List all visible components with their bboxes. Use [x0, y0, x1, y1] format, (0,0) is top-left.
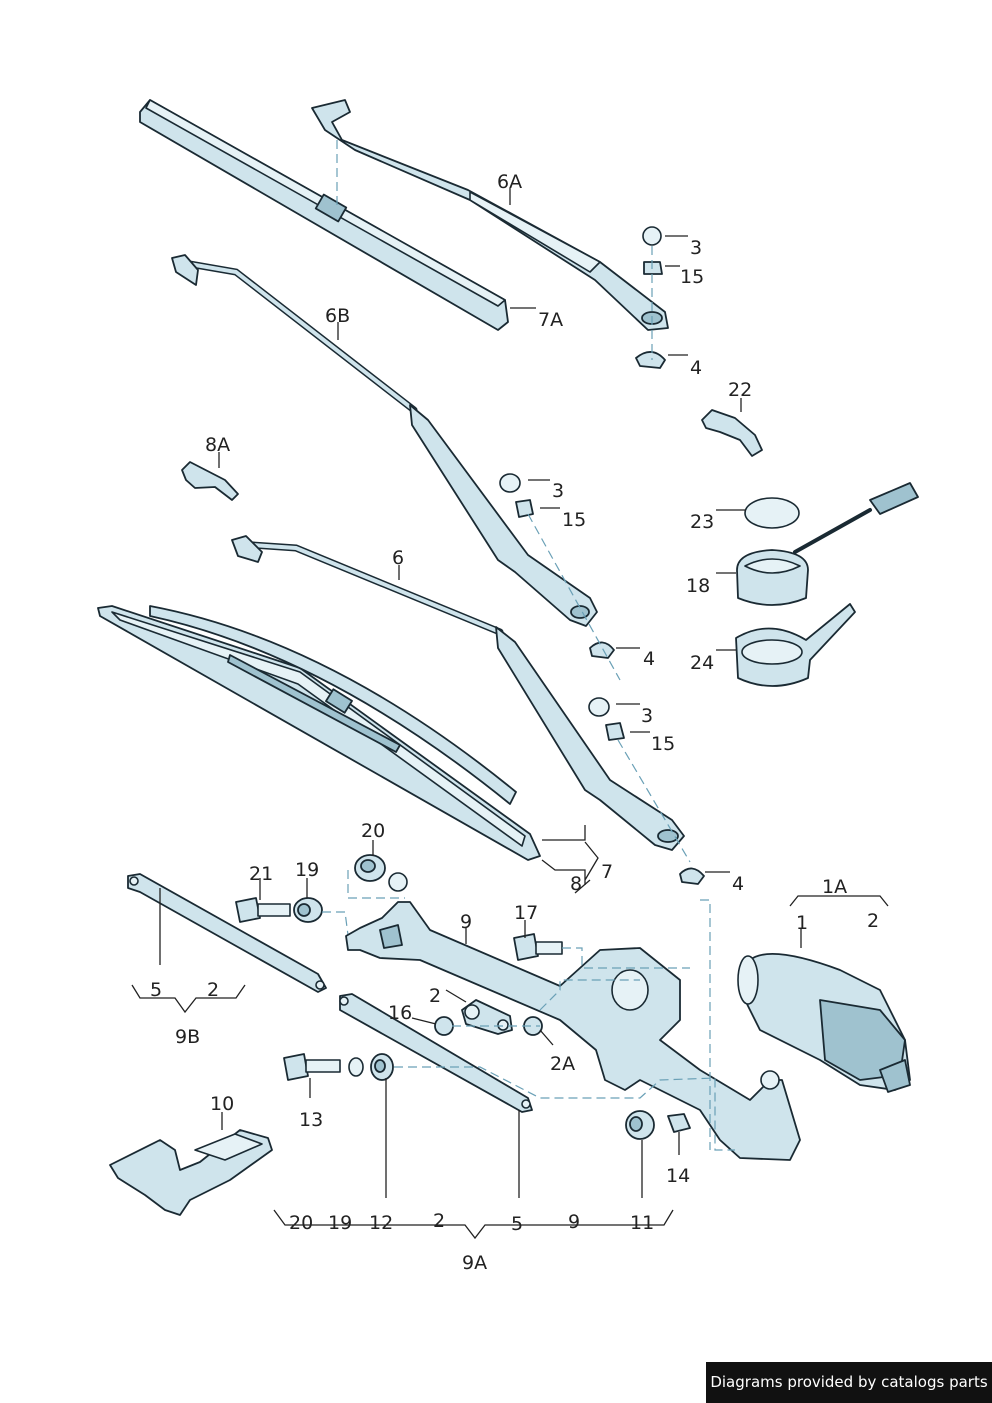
label-3c[interactable]: 3: [641, 705, 653, 727]
label-7a[interactable]: 7A: [538, 309, 563, 331]
nut-14[interactable]: [667, 1113, 691, 1133]
group-label-9[interactable]: 9: [568, 1211, 580, 1233]
assembly-line: [452, 979, 640, 1027]
linkage-rod-9b[interactable]: [127, 873, 327, 993]
label-2a-link[interactable]: 2A: [550, 1053, 575, 1075]
label-1[interactable]: 1: [796, 912, 808, 934]
cap-24[interactable]: [735, 603, 856, 687]
label-2c[interactable]: 2: [429, 985, 441, 1007]
group-label-20[interactable]: 20: [289, 1212, 313, 1234]
label-1a[interactable]: 1A: [822, 876, 847, 898]
label-13[interactable]: 13: [299, 1109, 323, 1131]
label-15b[interactable]: 15: [562, 509, 586, 531]
label-6[interactable]: 6: [392, 547, 404, 569]
washer-13[interactable]: [348, 1057, 364, 1077]
label-3a[interactable]: 3: [690, 237, 702, 259]
nut-15-mid[interactable]: [515, 499, 534, 518]
label-4a[interactable]: 4: [690, 357, 702, 379]
cap-3-low[interactable]: [588, 697, 610, 717]
group-label-5[interactable]: 5: [511, 1213, 523, 1235]
group-label-19[interactable]: 19: [328, 1212, 352, 1234]
wiper-blade-7[interactable]: [97, 605, 541, 861]
nut-16[interactable]: [434, 1016, 454, 1036]
label-21[interactable]: 21: [249, 863, 273, 885]
label-15c[interactable]: 15: [651, 733, 675, 755]
cap-3-mid[interactable]: [499, 473, 521, 493]
assembly-line: [394, 1066, 735, 1151]
label-20a[interactable]: 20: [361, 820, 385, 842]
label-23[interactable]: 23: [690, 511, 714, 533]
label-10[interactable]: 10: [210, 1093, 234, 1115]
label-9b[interactable]: 9B: [175, 1026, 200, 1048]
link-2a[interactable]: [461, 999, 513, 1035]
retaining-ring-23[interactable]: [744, 497, 800, 529]
label-5a[interactable]: 5: [150, 979, 162, 1001]
wiper-blade-7a[interactable]: [139, 99, 509, 331]
clip-8a[interactable]: [181, 461, 239, 501]
label-6a[interactable]: 6A: [497, 171, 522, 193]
label-14[interactable]: 14: [666, 1165, 690, 1187]
label-17[interactable]: 17: [514, 902, 538, 924]
bushing-12[interactable]: [370, 1053, 394, 1081]
nut-15-low[interactable]: [605, 722, 625, 741]
label-7[interactable]: 7: [601, 861, 613, 883]
bracket-10[interactable]: [109, 1129, 273, 1216]
linkage-rod-5[interactable]: [339, 993, 533, 1113]
wiper-arm-6[interactable]: [231, 535, 685, 851]
label-22[interactable]: 22: [728, 379, 752, 401]
label-4b[interactable]: 4: [643, 648, 655, 670]
bracket-22[interactable]: [701, 409, 763, 457]
leader-lines: [131, 188, 889, 1240]
label-16[interactable]: 16: [388, 1002, 412, 1024]
wiper-linkage-frame-9[interactable]: [345, 872, 801, 1161]
bolt-21[interactable]: [235, 897, 291, 923]
bolt-13[interactable]: [283, 1053, 341, 1081]
group-label-2[interactable]: 2: [433, 1210, 445, 1232]
label-2a[interactable]: 2: [867, 910, 879, 932]
callout-labels: 6A 3 15 7A 4 6B 22 8A 3 15 23 18 6 4 24 …: [150, 171, 879, 1274]
assembly-line: [322, 870, 405, 936]
assembly-line: [700, 899, 711, 1150]
group-label-11[interactable]: 11: [630, 1212, 654, 1234]
washer-4-low[interactable]: [679, 867, 705, 885]
cover-cap-18[interactable]: [736, 482, 919, 606]
washer-4-top[interactable]: [635, 351, 666, 369]
washer-4-mid[interactable]: [589, 641, 615, 659]
label-8[interactable]: 8: [570, 873, 582, 895]
wiper-arm-6a[interactable]: [311, 99, 669, 331]
credit-banner: Diagrams provided by catalogs parts: [706, 1362, 992, 1403]
bushing-19[interactable]: [293, 897, 323, 923]
label-19a[interactable]: 19: [295, 859, 319, 881]
label-4c[interactable]: 4: [732, 873, 744, 895]
assembly-line: [617, 739, 691, 863]
label-9a[interactable]: 9A: [462, 1252, 487, 1274]
label-18[interactable]: 18: [686, 575, 710, 597]
label-6b[interactable]: 6B: [325, 305, 350, 327]
label-2b[interactable]: 2: [207, 979, 219, 1001]
assembly-line: [527, 513, 621, 681]
label-9[interactable]: 9: [460, 911, 472, 933]
label-8a[interactable]: 8A: [205, 434, 230, 456]
group-label-12[interactable]: 12: [369, 1212, 393, 1234]
nut-15-top[interactable]: [643, 261, 663, 275]
wiper-arm-6b[interactable]: [171, 254, 598, 627]
label-24[interactable]: 24: [690, 652, 714, 674]
label-3b[interactable]: 3: [552, 480, 564, 502]
grommet-20-top[interactable]: [354, 854, 386, 882]
wiper-motor-1[interactable]: [737, 953, 911, 1093]
cap-3-top[interactable]: [642, 226, 662, 246]
assembly-line: [562, 947, 690, 969]
label-15a[interactable]: 15: [680, 266, 704, 288]
bolt-17[interactable]: [513, 933, 563, 961]
grommet-11[interactable]: [625, 1110, 655, 1140]
